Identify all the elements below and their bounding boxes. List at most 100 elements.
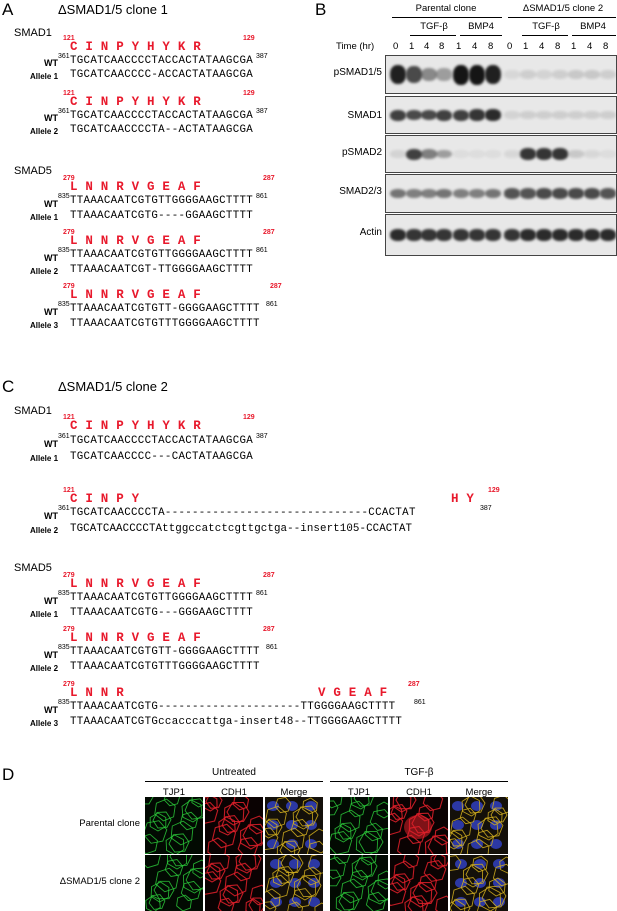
blot-band xyxy=(390,188,406,199)
col-label: Merge xyxy=(280,787,308,798)
allele-label: Allele 2 xyxy=(30,267,59,276)
seq-start-number: 361 xyxy=(58,53,70,60)
micrograph-tjp1 xyxy=(145,855,203,911)
allele-sequence: TGCATCAACCCCTA--ACTATAAGCGA xyxy=(70,124,254,136)
wt-sequence: TTAAACAATCGTGTTGGGGAAGCTTTT xyxy=(70,592,254,604)
blot-band xyxy=(536,111,552,119)
wt-label: WT xyxy=(44,650,58,660)
row-label: Parental clone xyxy=(79,818,140,829)
residue-row: L N N R V G E A F xyxy=(70,577,201,591)
seq-start-number: 835 xyxy=(58,247,70,254)
blot-band xyxy=(504,188,520,199)
blot-band xyxy=(584,111,600,119)
header-rule xyxy=(330,781,508,782)
time-point: 4 xyxy=(472,41,478,52)
micrograph-tjp1 xyxy=(330,797,388,854)
blot-band xyxy=(406,188,422,199)
blot-band xyxy=(436,229,452,241)
seq-end-number: 861 xyxy=(414,699,426,706)
bmp4-header: BMP4 xyxy=(580,21,606,32)
time-point: 8 xyxy=(555,41,561,52)
allele-sequence: TTAAACAATCGTGTTTGGGGAAGCTTTT xyxy=(70,661,260,673)
blot-band xyxy=(600,229,616,241)
blot-band xyxy=(520,148,536,160)
blot-band xyxy=(520,111,536,119)
wt-label: WT xyxy=(44,113,58,123)
wt-sequence: TGCATCAACCCCTACCACTATAAGCGA xyxy=(70,435,254,447)
residue-row: C I N P Y xyxy=(70,492,140,506)
header-rule xyxy=(508,17,616,18)
aa-start-number: 279 xyxy=(63,626,75,633)
bmp4-header: BMP4 xyxy=(468,21,494,32)
blot-band xyxy=(536,188,552,199)
blot-band xyxy=(584,150,600,158)
header-rule xyxy=(410,35,456,36)
blot-band xyxy=(504,70,520,79)
blot-band xyxy=(453,64,469,85)
allele-label: Allele 3 xyxy=(30,719,59,728)
blot-band xyxy=(568,111,584,119)
wt-label: WT xyxy=(44,596,58,606)
residue-row: L N N R V G E A F xyxy=(70,234,201,248)
allele-sequence: TTAAACAATCGTGTTTGGGGAAGCTTTT xyxy=(70,318,260,330)
blot-band xyxy=(552,69,568,80)
time-point: 1 xyxy=(409,41,415,52)
allele-sequence: TTAAACAATCGTG----GGAAGCTTTT xyxy=(70,210,254,222)
blot-band xyxy=(469,188,485,199)
time-point: 4 xyxy=(587,41,593,52)
allele-label: Allele 1 xyxy=(30,454,59,463)
wt-label: WT xyxy=(44,705,58,715)
blot-smad1 xyxy=(385,96,617,134)
blot-band xyxy=(552,111,568,119)
time-point: 1 xyxy=(523,41,529,52)
tgfb-header: TGF-β xyxy=(532,21,560,32)
blot-band xyxy=(552,188,568,199)
header-rule xyxy=(460,35,502,36)
col-label: TJP1 xyxy=(347,787,371,798)
aa-start-number: 279 xyxy=(63,283,75,290)
residue-row: C I N P Y H Y K R xyxy=(70,40,201,54)
aa-start-number: 279 xyxy=(63,572,75,579)
blot-band xyxy=(520,69,536,80)
blot-band xyxy=(406,66,422,83)
residue-row: L N N R xyxy=(70,686,124,700)
residue-row: C I N P Y H Y K R xyxy=(70,419,201,433)
blot-band xyxy=(536,148,552,160)
time-point: 4 xyxy=(539,41,545,52)
blot-band xyxy=(552,148,568,160)
blot-actin xyxy=(385,214,617,256)
micrograph-merge xyxy=(265,855,323,911)
aa-end-number: 129 xyxy=(488,487,500,494)
tgfb-header: TGF-β xyxy=(404,767,434,778)
blot-band xyxy=(436,109,452,121)
time-point: 8 xyxy=(603,41,609,52)
blot-band xyxy=(584,229,600,241)
blot-band xyxy=(485,188,501,199)
blot-band xyxy=(485,109,501,121)
blot-band xyxy=(436,188,452,199)
aa-start-number: 279 xyxy=(63,175,75,182)
micrograph-tjp1 xyxy=(330,855,388,911)
residue-row: L N N R V G E A F xyxy=(70,180,201,194)
allele-sequence: TGCATCAACCCC-ACCACTATAAGCGA xyxy=(70,69,254,81)
residue-row: L N N R V G E A F xyxy=(70,631,201,645)
blot-band xyxy=(600,111,616,119)
blot-band xyxy=(536,229,552,241)
blot-band xyxy=(584,188,600,199)
blot-band xyxy=(421,109,437,121)
blot-band xyxy=(469,150,485,158)
panel-c-title: ΔSMAD1/5 clone 2 xyxy=(58,379,168,394)
time-point: 0 xyxy=(507,41,513,52)
blot-label: Actin xyxy=(359,227,382,238)
blot-band xyxy=(469,109,485,121)
micrograph-cdh1 xyxy=(205,797,263,854)
wt-sequence: TTAAACAATCGTGTT-GGGGAAGCTTTT xyxy=(70,303,260,315)
smad1-gene-label: SMAD1 xyxy=(14,405,52,417)
blot-band xyxy=(453,150,469,158)
aa-end-number: 287 xyxy=(263,572,275,579)
seq-end-number: 387 xyxy=(480,505,492,512)
seq-end-number: 861 xyxy=(266,301,278,308)
wt-sequence: TGCATCAACCCCTACCACTATAAGCGA xyxy=(70,110,254,122)
blot-band xyxy=(469,229,485,241)
wt-label: WT xyxy=(44,253,58,263)
